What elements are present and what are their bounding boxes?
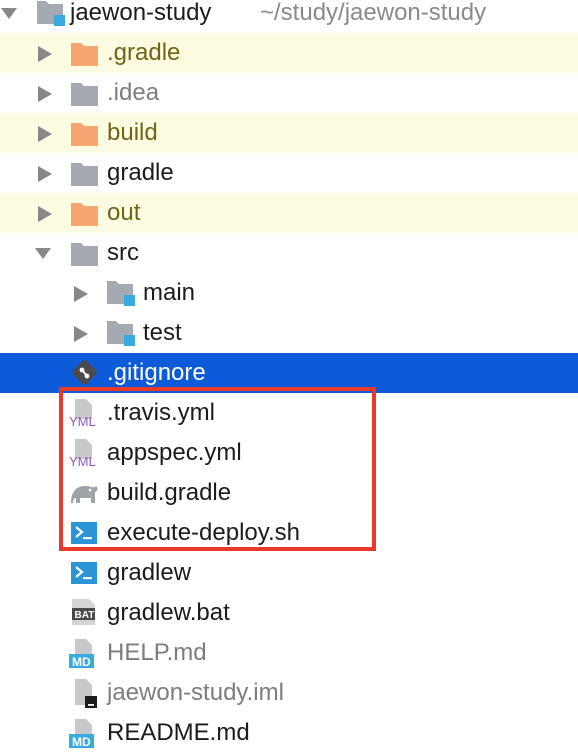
tree-row-gitignore[interactable]: .gitignore [0,353,578,393]
svg-text:YML: YML [69,454,96,469]
git-icon [70,353,104,393]
tree-row-gradlew-bat[interactable]: BAT gradlew.bat [0,593,578,633]
yml-file-icon: YML [68,433,102,473]
chevron-down-icon[interactable] [0,0,18,33]
gradle-elephant-icon [68,473,102,513]
project-path: ~/study/jaewon-study [260,0,487,26]
chevron-right-icon[interactable] [36,113,54,153]
folder-icon [70,73,104,113]
tree-row-gradle[interactable]: gradle [0,153,578,193]
tree-row-execute-deploy[interactable]: execute-deploy.sh [0,513,578,553]
item-label: build.gradle [107,479,232,506]
item-label: .travis.yml [107,399,215,426]
item-label: .idea [107,79,160,106]
module-folder-icon [36,0,70,33]
item-label: appspec.yml [107,439,242,466]
tree-row-src[interactable]: src [0,233,578,273]
item-label: .gitignore [107,359,206,386]
item-label: .gradle [107,39,181,66]
item-label: README.md [107,719,250,746]
chevron-right-icon[interactable] [72,273,90,313]
chevron-right-icon[interactable] [36,73,54,113]
tree-row-travis-yml[interactable]: YML .travis.yml [0,393,578,433]
item-label: src [107,239,139,266]
tree-row-help-md[interactable]: MD HELP.md [0,633,578,673]
item-label: jaewon-study.iml [107,679,284,706]
item-label: execute-deploy.sh [107,519,301,546]
tree-row-main[interactable]: main [0,273,578,313]
chevron-down-icon[interactable] [34,233,52,273]
shell-script-icon [68,553,102,593]
item-label: main [143,279,196,306]
tree-row-build-gradle[interactable]: build.gradle [0,473,578,513]
tree-row-iml[interactable]: jaewon-study.iml [0,673,578,713]
tree-row-project-root[interactable]: jaewon-study ~/study/jaewon-study [0,0,578,33]
excluded-folder-icon [70,113,104,153]
item-label: gradlew.bat [107,599,230,626]
project-name: jaewon-study [70,0,212,26]
tree-row-build[interactable]: build [0,113,578,153]
item-label: HELP.md [107,639,207,666]
yml-file-icon: YML [68,393,102,433]
folder-icon [70,153,104,193]
markdown-file-icon: MD [68,633,102,673]
excluded-folder-icon [70,33,104,73]
bat-file-icon: BAT [68,593,102,633]
item-label: gradle [107,159,174,186]
iml-file-icon [70,673,104,713]
item-label: build [107,119,158,146]
markdown-file-icon: MD [68,713,102,753]
tree-row-out[interactable]: out [0,193,578,233]
item-label: gradlew [107,559,192,586]
chevron-right-icon[interactable] [36,193,54,233]
svg-text:MD: MD [72,735,91,749]
chevron-right-icon[interactable] [36,153,54,193]
item-label: test [143,319,182,346]
item-label: out [107,199,141,226]
tree-row-readme-md[interactable]: MD README.md [0,713,578,753]
tree-row-idea[interactable]: .idea [0,73,578,113]
chevron-right-icon[interactable] [36,33,54,73]
tree-row-test[interactable]: test [0,313,578,353]
tree-row-gradle-hidden[interactable]: .gradle [0,33,578,73]
svg-text:BAT: BAT [75,610,95,621]
tree-row-appspec-yml[interactable]: YML appspec.yml [0,433,578,473]
svg-text:YML: YML [69,414,96,429]
folder-icon [70,233,104,273]
excluded-folder-icon [70,193,104,233]
tree-row-gradlew[interactable]: gradlew [0,553,578,593]
test-folder-icon [106,313,140,353]
shell-script-icon [68,513,102,553]
chevron-right-icon[interactable] [72,313,90,353]
svg-text:MD: MD [72,655,91,669]
source-folder-icon [106,273,140,313]
